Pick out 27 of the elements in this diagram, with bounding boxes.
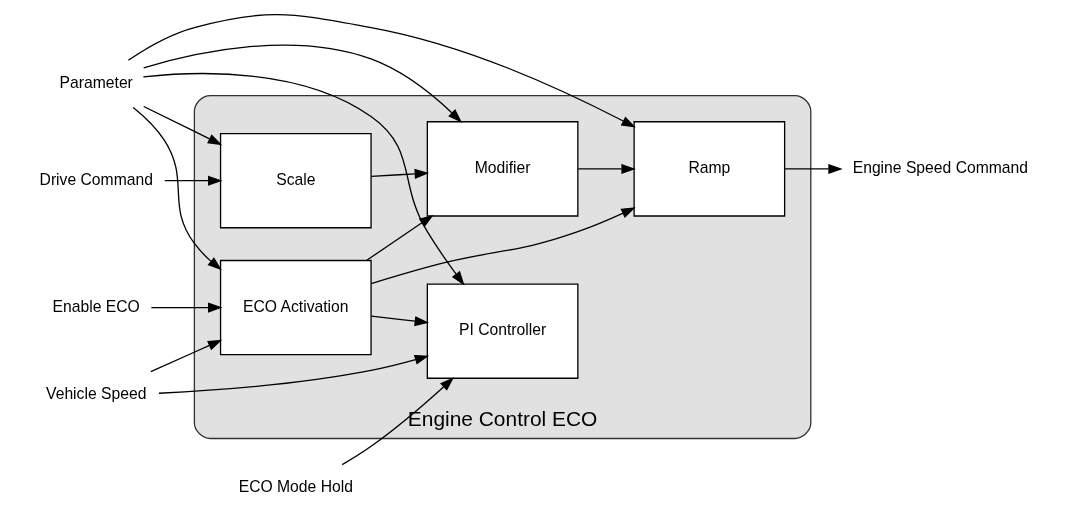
node-text: Drive Command <box>39 170 153 188</box>
node-box: PI Controller <box>426 282 579 379</box>
arrow <box>127 13 636 128</box>
arrow <box>142 72 465 285</box>
arrow <box>341 376 455 465</box>
arrow <box>150 339 223 372</box>
arrow <box>370 315 429 326</box>
node-text: Vehicle Speed <box>46 384 147 402</box>
node-box: Scale <box>219 132 372 228</box>
arrow <box>164 175 223 186</box>
arrow <box>132 106 222 270</box>
arrow <box>158 354 430 394</box>
node-text: ECO Mode Hold <box>238 477 353 495</box>
node-box: ECO Activation <box>219 259 372 355</box>
node-text: Enable ECO <box>52 297 140 315</box>
arrow <box>143 105 223 145</box>
node-box: Ramp <box>633 120 786 217</box>
arrow <box>142 44 463 123</box>
node-box: Modifier <box>426 120 579 217</box>
arrow <box>784 163 843 174</box>
arrow <box>370 168 430 179</box>
node-text: Parameter <box>59 73 133 91</box>
arrow <box>150 302 223 313</box>
arrow <box>577 163 636 174</box>
arrow <box>366 214 434 261</box>
arrow <box>370 206 636 284</box>
node-text: Engine Speed Command <box>852 158 1029 176</box>
